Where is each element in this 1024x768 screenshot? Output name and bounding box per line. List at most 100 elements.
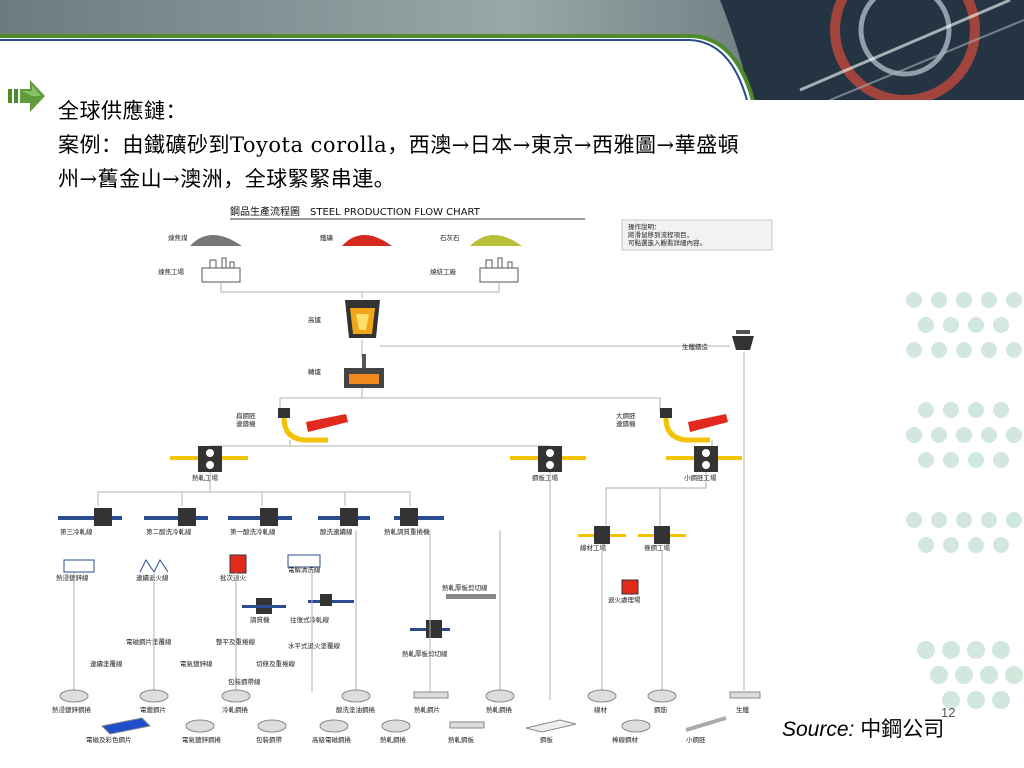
bar-mill-label: 小鋼胚工場 [684, 473, 717, 482]
decorative-dot-pattern [906, 292, 1023, 709]
product-top-icon-5[interactable] [413, 691, 449, 699]
product-bottom-label-8: 棒線鋼材 [612, 735, 639, 744]
hot-strip-mill-label: 熱軋工場 [192, 473, 219, 482]
steel-bar-mill-icon[interactable] [638, 526, 686, 544]
product-top-label-9: 生鐵 [736, 705, 750, 714]
product-top-label-2: 電鍍鋼片 [140, 705, 166, 714]
product-bottom-icon-1[interactable] [100, 717, 152, 735]
cold-line-icon-2[interactable] [144, 508, 208, 526]
cold-line-label-3: 第一酸洗冷軋線 [230, 527, 276, 536]
plate-mill-label: 鋼板工場 [532, 473, 559, 482]
product-bottom-label-5: 熱軋鋼捲 [380, 735, 407, 744]
converter-label: 轉爐 [308, 367, 322, 376]
pig-iron-label: 生鐵鑄造 [682, 342, 709, 351]
cold-line-label-5: 熱軋調質重捲機 [384, 527, 430, 536]
hot-strip-mill-icon[interactable] [170, 446, 248, 472]
product-bottom-label-9: 小鋼胚 [686, 735, 706, 744]
iron-ore-pile[interactable] [342, 235, 392, 246]
product-bottom-icon-4[interactable] [319, 719, 349, 733]
sinter-plant-icon[interactable] [479, 257, 519, 283]
product-bottom-label-3: 包裝鋼帶 [256, 735, 283, 744]
product-top-icon-1[interactable] [59, 689, 89, 703]
mid2-label-4: 連續塗覆線 [90, 659, 123, 668]
mid-label-4: 電解清洗線 [288, 565, 321, 574]
cold-line-label-1: 第三冷軋線 [60, 527, 93, 536]
slab-caster-icon[interactable] [278, 408, 348, 443]
plate-shear-label: 熱軋厚板剪切線 [442, 583, 488, 592]
mid2-label-6: 切條及重捲線 [256, 659, 296, 668]
steel-production-flow-chart: 鋼品生產流程圖 STEEL PRODUCTION FLOW CHART 操作說明… [52, 205, 773, 744]
limestone-pile[interactable] [470, 235, 522, 246]
plate-mill-icon[interactable] [510, 446, 586, 472]
product-bottom-icon-6[interactable] [449, 721, 485, 729]
mid-label-3: 批次退火 [220, 573, 247, 582]
mid2-label-3: 往復式冷軋線 [290, 615, 330, 624]
coke-plant-icon[interactable] [201, 257, 241, 283]
reversing-mill-icon[interactable] [308, 594, 354, 606]
product-bottom-icon-8[interactable] [621, 719, 651, 733]
heading-line-3: 州→舊金山→澳洲，全球緊緊串連。 [58, 167, 396, 191]
product-bottom-label-1: 電磁及彩色鋼片 [86, 735, 132, 744]
plate-shear-icon[interactable] [446, 594, 496, 599]
product-top-label-1: 熱浸鍍鋅鋼捲 [52, 705, 92, 714]
source-value: 中鋼公司 [860, 718, 945, 741]
cold-line-icon-1[interactable] [58, 508, 122, 526]
product-bottom-label-2: 電氣鍍鋅鋼捲 [182, 735, 222, 744]
temper-mill-label: 調質機 [250, 615, 270, 624]
electrolytic-cleaning-icon[interactable] [287, 554, 321, 568]
temper-mill-icon[interactable] [242, 598, 286, 614]
header-banner [0, 0, 1024, 100]
product-top-label-5: 熱軋鋼片 [414, 705, 440, 714]
product-top-icon-2[interactable] [139, 689, 169, 703]
bloom-caster-label-1: 大鋼胚 [616, 411, 636, 420]
product-bottom-icon-3[interactable] [257, 719, 287, 733]
bloom-caster-icon[interactable] [660, 408, 728, 443]
product-top-icon-3[interactable] [221, 689, 251, 703]
product-bottom-icon-7[interactable] [525, 719, 577, 733]
heading-line-2: 案例：由鐵礦砂到Toyota corolla，西澳→日本→東京→西雅圖→華盛頓 [58, 133, 740, 157]
blast-furnace-label: 高爐 [308, 315, 322, 324]
cold-line-label-2: 第二酸洗冷軋線 [146, 527, 192, 536]
product-top-icon-4[interactable] [341, 689, 371, 703]
cut-to-length-label: 熱軋厚板剪切線 [402, 649, 448, 658]
product-bottom-icon-2[interactable] [185, 719, 215, 733]
product-top-label-8: 鋼筋 [654, 705, 668, 714]
product-bottom-label-7: 鋼板 [540, 735, 554, 744]
continuous-anneal-icon[interactable] [139, 559, 169, 573]
mid2-label-1: 電磁鋼片塗覆線 [126, 637, 172, 646]
product-bottom-label-4: 高級電磁鋼捲 [312, 735, 352, 744]
bar-mill-icon[interactable] [666, 446, 742, 472]
product-bottom-icon-9[interactable] [685, 716, 727, 732]
product-top-icon-6[interactable] [485, 689, 515, 703]
bullet-arrow-icon [8, 80, 45, 112]
wire-rod-mill-label: 線材工場 [580, 543, 607, 552]
product-top-icon-9[interactable] [729, 691, 761, 699]
batch-anneal-icon[interactable] [229, 554, 247, 574]
coking-coal-pile[interactable] [190, 235, 242, 246]
product-top-label-7: 線材 [594, 705, 608, 714]
raw-label-coal: 煉焦煤 [168, 233, 188, 242]
mid-label-2: 連續退火線 [136, 573, 169, 582]
raw-label-limestone: 石灰石 [440, 233, 460, 242]
mid2-label-8: 包裝鋼帶線 [228, 677, 261, 686]
blast-furnace-icon[interactable] [345, 300, 380, 338]
product-bottom-icon-5[interactable] [381, 719, 411, 733]
galvanizing-line-icon[interactable] [63, 559, 95, 573]
source-label: Source: [782, 718, 855, 741]
anneal-furnace-icon[interactable] [621, 579, 639, 595]
product-top-label-6: 熱軋鋼捲 [486, 705, 513, 714]
converter-icon[interactable] [344, 354, 384, 388]
pig-iron-ladle-icon[interactable] [732, 330, 754, 350]
cold-line-icon-3[interactable] [228, 508, 292, 526]
product-top-icon-7[interactable] [587, 689, 617, 703]
instruction-note-box [621, 219, 773, 251]
instruction-note-2: 將滑鼠移到流程項目， [628, 230, 693, 239]
cold-line-label-4: 酸洗連續線 [320, 527, 353, 536]
cold-line-icon-4[interactable] [318, 508, 370, 526]
cold-line-icon-5[interactable] [394, 508, 444, 526]
product-top-icon-8[interactable] [647, 689, 677, 703]
source-citation: Source: 中鋼公司 [782, 713, 944, 743]
mid-label-1: 熱浸鍍鋅線 [56, 573, 89, 582]
wire-rod-mill-icon[interactable] [578, 526, 626, 544]
steel-bar-mill-label: 條鋼工場 [644, 543, 671, 552]
